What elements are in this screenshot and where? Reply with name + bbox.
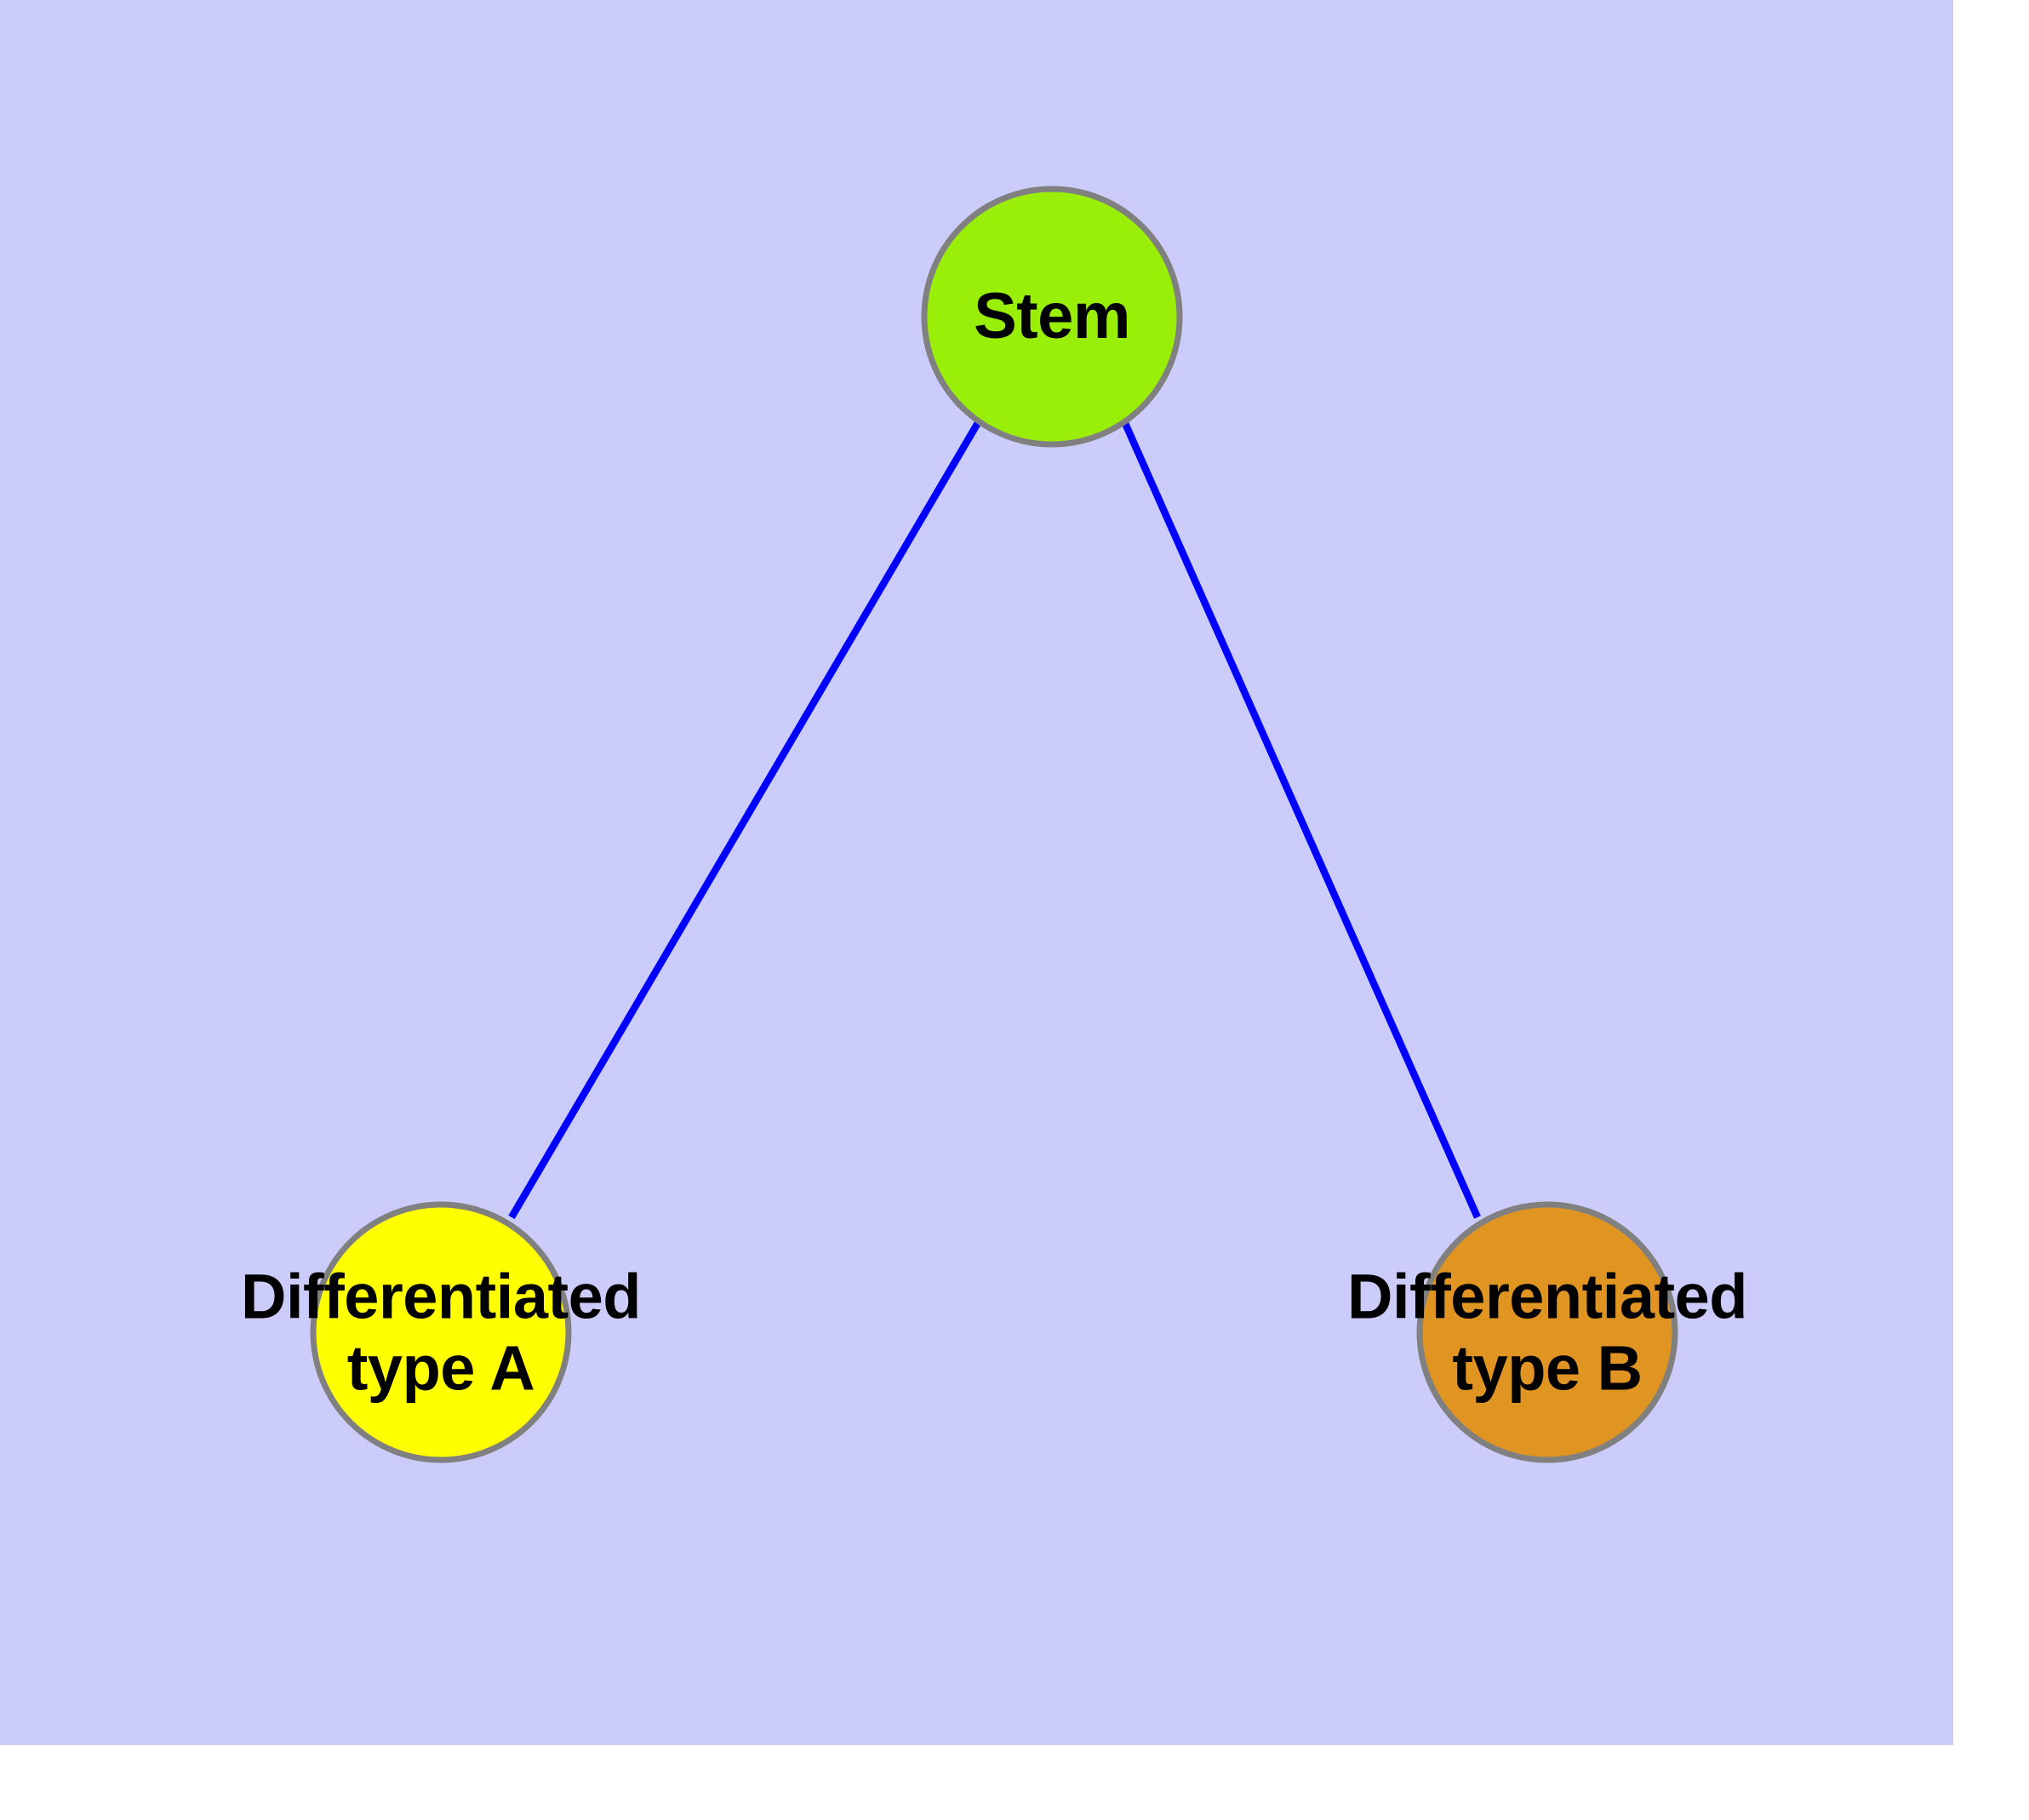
edge-stem-diff-a[interactable] bbox=[508, 419, 982, 1220]
edge-stem-diff-b[interactable] bbox=[1121, 420, 1481, 1219]
graph-svg bbox=[310, 186, 1678, 1463]
nodes-group bbox=[310, 186, 1678, 1463]
node-diff-a[interactable] bbox=[310, 1201, 572, 1463]
node-stem[interactable] bbox=[921, 186, 1183, 448]
node-diff-b[interactable] bbox=[1416, 1201, 1678, 1463]
edges-group bbox=[508, 419, 1481, 1220]
